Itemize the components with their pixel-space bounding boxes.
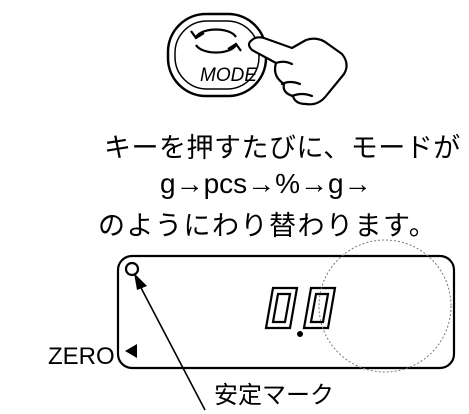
- lcd-display: [116, 239, 456, 373]
- stable-mark-icon: [124, 261, 140, 277]
- zero-indicator-icon: [125, 344, 137, 358]
- stable-mark-arrow: [134, 273, 206, 411]
- instruction-line-3: のようにわり替わります。: [98, 211, 438, 242]
- mode-sequence: g→pcs→%→g→: [160, 168, 372, 199]
- instruction-line-1: キーを押すたびに、モードが: [104, 133, 461, 164]
- zero-label: ZERO: [48, 343, 115, 370]
- stable-mark-label: 安定マーク: [214, 381, 334, 409]
- highlight-circle: [318, 239, 452, 373]
- pointing-hand-icon: [247, 36, 348, 106]
- mode-key-label: MODE: [200, 65, 257, 86]
- lcd-reading: [264, 286, 337, 337]
- cycle-arrows-icon: [190, 28, 242, 54]
